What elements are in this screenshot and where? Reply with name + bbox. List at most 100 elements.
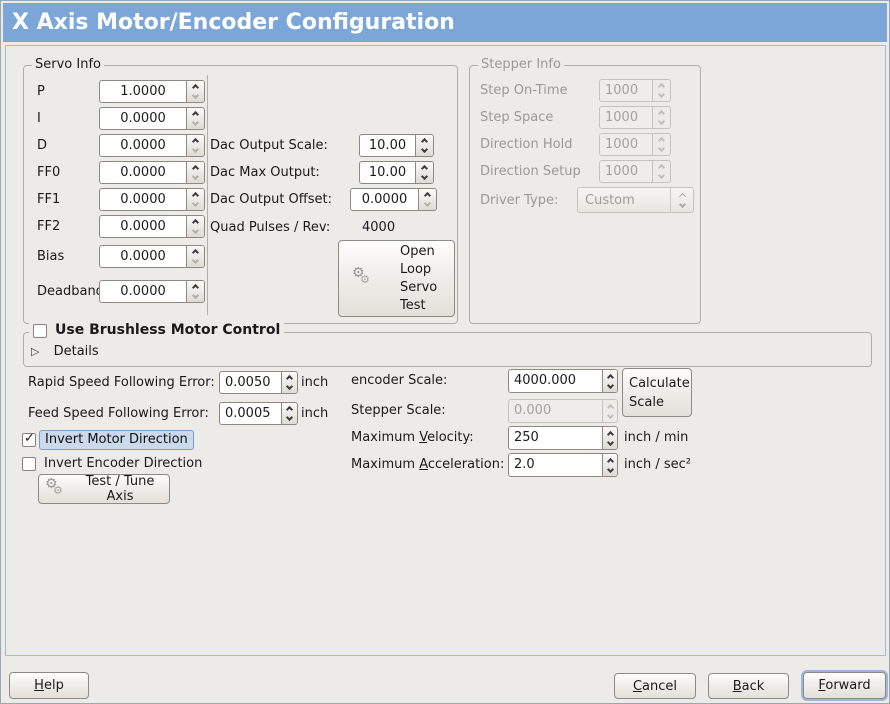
d-spin-buttons[interactable] bbox=[186, 135, 204, 156]
spin-down-button[interactable] bbox=[187, 172, 204, 184]
calculate-scale-button[interactable]: Calculate Scale bbox=[622, 368, 692, 417]
spin-down-button[interactable] bbox=[416, 172, 433, 184]
dac-output-offset-input[interactable]: 0.0000 bbox=[350, 188, 437, 211]
bias-input[interactable]: 0.0000 bbox=[99, 245, 205, 268]
spin-down-button[interactable] bbox=[603, 381, 617, 392]
spin-down-button[interactable] bbox=[187, 118, 204, 130]
ff1-input[interactable]: 0.0000 bbox=[99, 188, 205, 211]
spin-down-button[interactable] bbox=[603, 465, 617, 476]
spin-up-button[interactable] bbox=[603, 370, 617, 381]
forward-button[interactable]: Forward bbox=[803, 672, 886, 699]
max-velocity-spin-buttons[interactable] bbox=[602, 427, 617, 449]
max-velocity-label: Maximum Velocity: bbox=[351, 430, 474, 445]
ff0-spin-buttons[interactable] bbox=[186, 162, 204, 183]
invert-motor-label[interactable]: Invert Motor Direction bbox=[39, 430, 194, 450]
ff0-input[interactable]: 0.0000 bbox=[99, 161, 205, 184]
driver-type-select: Custom bbox=[577, 187, 694, 213]
direction-hold-label: Direction Hold bbox=[480, 137, 573, 152]
spin-up-button[interactable] bbox=[187, 81, 204, 92]
i-input[interactable]: 0.0000 bbox=[99, 107, 205, 130]
rapid-ferror-input[interactable]: 0.0050 bbox=[219, 371, 298, 394]
invert-encoder-label[interactable]: Invert Encoder Direction bbox=[44, 456, 203, 471]
chevron-up-icon bbox=[191, 165, 200, 173]
bias-spin-buttons[interactable] bbox=[186, 246, 204, 267]
max-acceleration-spin-buttons[interactable] bbox=[602, 454, 617, 476]
spin-down-button[interactable] bbox=[187, 91, 204, 103]
chevron-down-icon bbox=[420, 145, 429, 153]
spin-down-button[interactable] bbox=[416, 145, 433, 157]
max-acceleration-input[interactable]: 2.0 bbox=[508, 453, 618, 477]
spin-down-button[interactable] bbox=[419, 199, 436, 211]
use-brushless-checkbox[interactable] bbox=[33, 323, 47, 338]
chevron-down-icon bbox=[191, 256, 200, 264]
max-velocity-input[interactable]: 250 bbox=[508, 426, 618, 450]
chevron-down-icon bbox=[191, 291, 200, 299]
direction-setup-label: Direction Setup bbox=[480, 164, 581, 179]
open-loop-servo-test-button[interactable]: ⚙ ⚙ Open Loop Servo Test bbox=[338, 240, 455, 317]
cancel-button[interactable]: Cancel bbox=[614, 673, 696, 699]
spin-up-button[interactable] bbox=[416, 162, 433, 173]
dac-output-scale-spin-buttons[interactable] bbox=[415, 135, 433, 156]
encoder-scale-spin-buttons[interactable] bbox=[602, 370, 617, 392]
deadband-input[interactable]: 0.0000 bbox=[99, 280, 205, 303]
d-input[interactable]: 0.0000 bbox=[99, 134, 205, 157]
servo-frame-separator bbox=[207, 75, 208, 315]
ff1-spin-buttons[interactable] bbox=[186, 189, 204, 210]
chevron-down-icon bbox=[657, 117, 666, 125]
spin-up-button[interactable] bbox=[187, 189, 204, 200]
feed-ferror-label: Feed Speed Following Error: bbox=[28, 406, 209, 421]
chevron-down-icon bbox=[191, 145, 200, 153]
spin-down-button[interactable] bbox=[187, 145, 204, 157]
spin-up-button[interactable] bbox=[187, 216, 204, 227]
spin-up-button[interactable] bbox=[187, 162, 204, 173]
chevron-up-icon bbox=[191, 111, 200, 119]
spin-down-button[interactable] bbox=[187, 256, 204, 268]
chevron-up-icon bbox=[191, 284, 200, 292]
spin-down-button[interactable] bbox=[282, 413, 297, 425]
test-tune-axis-button[interactable]: ⚙ ⚙ Test / Tune Axis bbox=[38, 474, 170, 504]
rapid-ferror-spin-buttons[interactable] bbox=[281, 372, 297, 393]
details-expander[interactable]: ▷ Details bbox=[31, 343, 99, 361]
spin-down-button[interactable] bbox=[603, 438, 617, 449]
spin-up-button[interactable] bbox=[603, 454, 617, 465]
back-button[interactable]: Back bbox=[708, 673, 789, 699]
dac-max-output-label: Dac Max Output: bbox=[210, 165, 320, 180]
chevron-down-icon bbox=[657, 90, 666, 98]
invert-encoder-checkbox[interactable] bbox=[22, 457, 36, 471]
chevron-up-icon bbox=[285, 406, 294, 414]
spin-down-button[interactable] bbox=[187, 226, 204, 238]
ff0-label: FF0 bbox=[37, 165, 61, 180]
spin-down-button[interactable] bbox=[187, 291, 204, 303]
brushless-legend: Use Brushless Motor Control bbox=[29, 323, 285, 338]
ff2-input[interactable]: 0.0000 bbox=[99, 215, 205, 238]
spin-up-button[interactable] bbox=[187, 135, 204, 146]
spin-up-button[interactable] bbox=[282, 403, 297, 414]
dac-output-offset-spin-buttons[interactable] bbox=[418, 189, 436, 210]
gears-icon: ⚙ ⚙ bbox=[45, 476, 63, 497]
feed-ferror-spin-buttons[interactable] bbox=[281, 403, 297, 424]
dac-output-scale-input[interactable]: 10.00 bbox=[359, 134, 434, 157]
dac-max-output-spin-buttons[interactable] bbox=[415, 162, 433, 183]
dac-max-output-input[interactable]: 10.00 bbox=[359, 161, 434, 184]
invert-motor-checkbox[interactable]: ✓ bbox=[22, 431, 36, 447]
p-input[interactable]: 1.0000 bbox=[99, 80, 205, 103]
help-button[interactable]: Help bbox=[9, 672, 89, 699]
chevron-down-icon bbox=[191, 91, 200, 99]
spin-up-button[interactable] bbox=[416, 135, 433, 146]
p-spin-buttons[interactable] bbox=[186, 81, 204, 102]
spin-down-button[interactable] bbox=[187, 199, 204, 211]
i-spin-buttons[interactable] bbox=[186, 108, 204, 129]
ff2-spin-buttons[interactable] bbox=[186, 216, 204, 237]
spin-up-button[interactable] bbox=[419, 189, 436, 200]
spin-up-button[interactable] bbox=[187, 281, 204, 292]
spin-up-button[interactable] bbox=[282, 372, 297, 383]
spin-up-button[interactable] bbox=[187, 246, 204, 257]
spin-up-button[interactable] bbox=[603, 427, 617, 438]
spin-up-button[interactable] bbox=[187, 108, 204, 119]
direction-hold-input: 1000 bbox=[599, 133, 671, 156]
forward-button-label: Forward bbox=[818, 678, 871, 693]
deadband-spin-buttons[interactable] bbox=[186, 281, 204, 302]
encoder-scale-input[interactable]: 4000.000 bbox=[508, 369, 618, 393]
spin-down-button[interactable] bbox=[282, 382, 297, 394]
feed-ferror-input[interactable]: 0.0005 bbox=[219, 402, 298, 425]
